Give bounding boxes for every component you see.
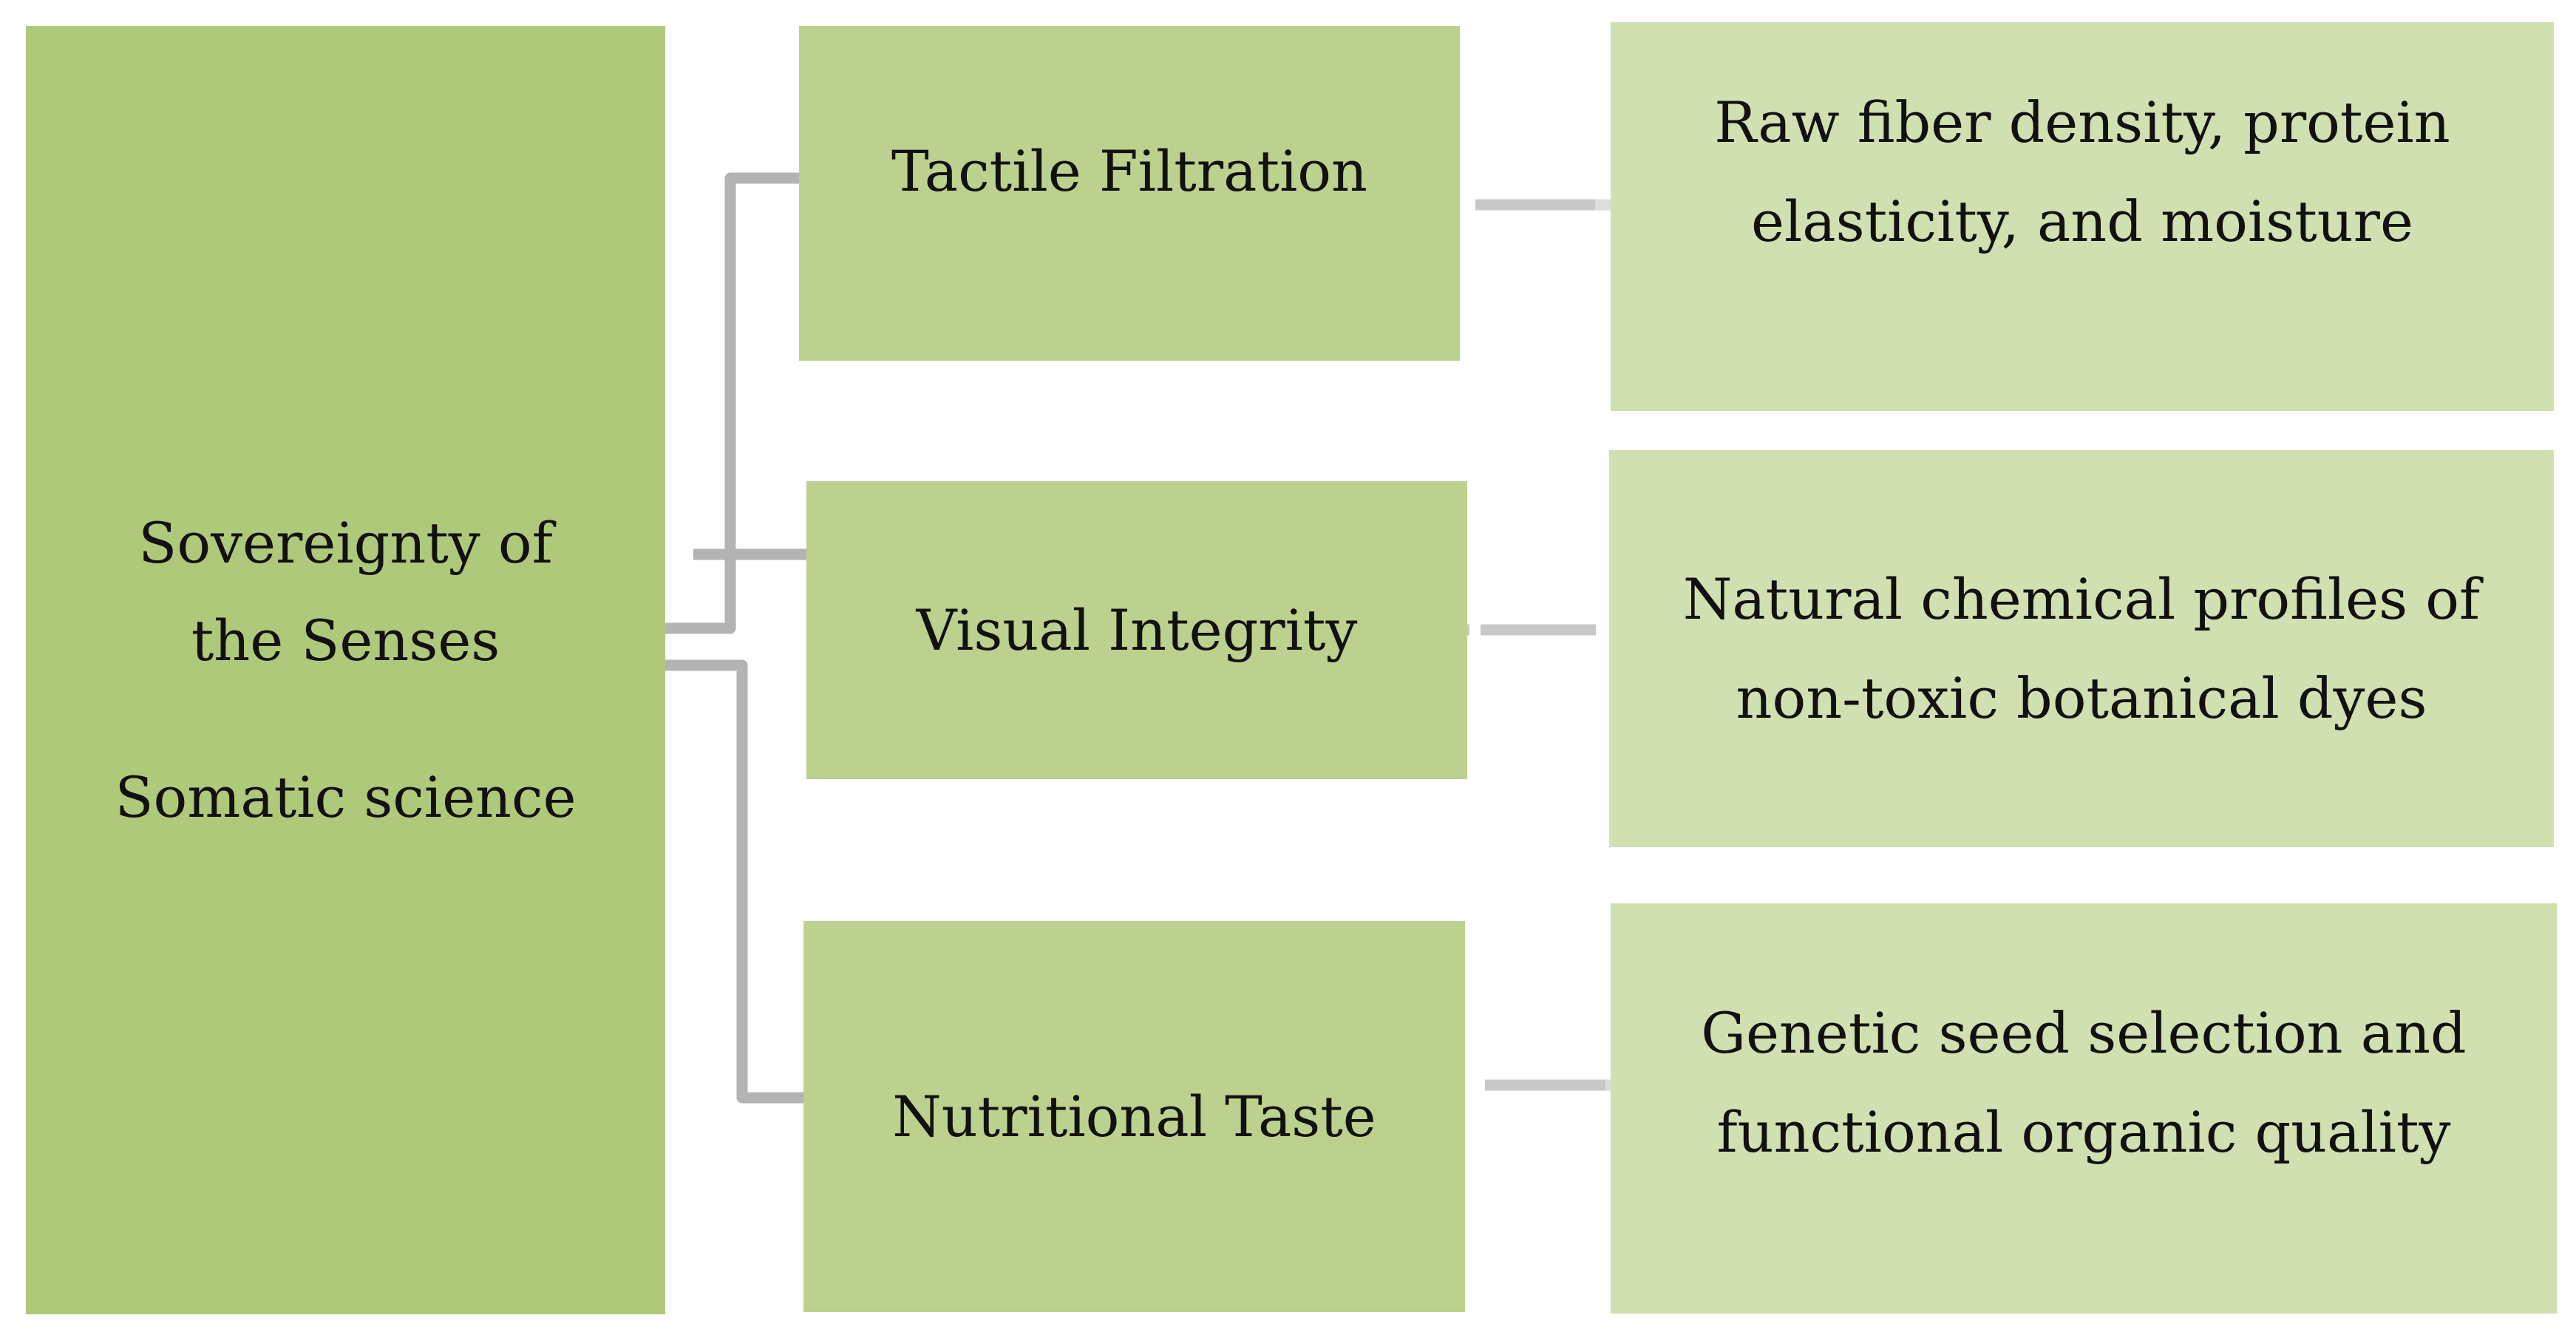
root-node: Sovereignty of the Senses Somatic scienc…	[26, 26, 665, 1314]
category-label: Tactile Filtration	[891, 137, 1368, 204]
category-node-tactile: Tactile Filtration	[799, 26, 1460, 361]
connector-root-to-nutritional	[665, 659, 809, 1104]
root-title-line1: Sovereignty of	[138, 509, 553, 576]
detail-line: Natural chemical profiles of	[1682, 565, 2481, 632]
detail-line: non-toxic botanical dyes	[1736, 665, 2427, 731]
category-node-nutritional: Nutritional Taste	[803, 921, 1465, 1312]
root-subtitle: Somatic science	[115, 764, 577, 830]
category-label: Nutritional Taste	[892, 1083, 1376, 1149]
detail-line: Genetic seed selection and	[1701, 999, 2467, 1066]
root-title-line2: the Senses	[191, 607, 500, 673]
detail-line: elasticity, and moisture	[1750, 188, 2413, 254]
detail-line: functional organic quality	[1716, 1098, 2451, 1165]
detail-node-tactile: Raw fiber density, protein elasticity, a…	[1611, 22, 2554, 411]
detail-node-visual: Natural chemical profiles of non-toxic b…	[1609, 450, 2554, 847]
detail-text: Natural chemical profiles of non-toxic b…	[1683, 550, 2480, 748]
category-label: Visual Integrity	[916, 597, 1358, 663]
category-node-visual: Visual Integrity	[806, 481, 1467, 779]
detail-text: Raw fiber density, protein elasticity, a…	[1714, 73, 2450, 271]
detail-line: Raw fiber density, protein	[1714, 89, 2450, 155]
connector-root-to-tactile	[660, 172, 807, 634]
detail-text: Genetic seed selection and functional or…	[1701, 984, 2466, 1182]
detail-node-nutritional: Genetic seed selection and functional or…	[1611, 903, 2557, 1314]
